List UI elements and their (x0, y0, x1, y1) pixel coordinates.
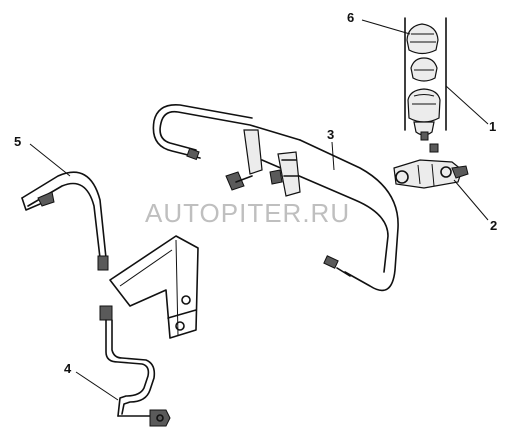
callout-3: 3 (327, 127, 334, 142)
support-pipe (21, 171, 109, 271)
callout-leaders (29, 19, 489, 401)
callout-6: 6 (347, 10, 354, 25)
watermark: AUTOPITER.RU (145, 198, 350, 228)
master-cylinder-reservoir (404, 17, 447, 141)
flexible-hose (99, 305, 171, 427)
callout-5: 5 (14, 134, 21, 149)
master-cylinder (393, 143, 469, 189)
mounting-bracket (109, 235, 199, 339)
callout-1: 1 (489, 119, 496, 134)
callout-4: 4 (64, 361, 72, 376)
hydraulic-pipe (152, 104, 399, 292)
callout-2: 2 (490, 218, 497, 233)
